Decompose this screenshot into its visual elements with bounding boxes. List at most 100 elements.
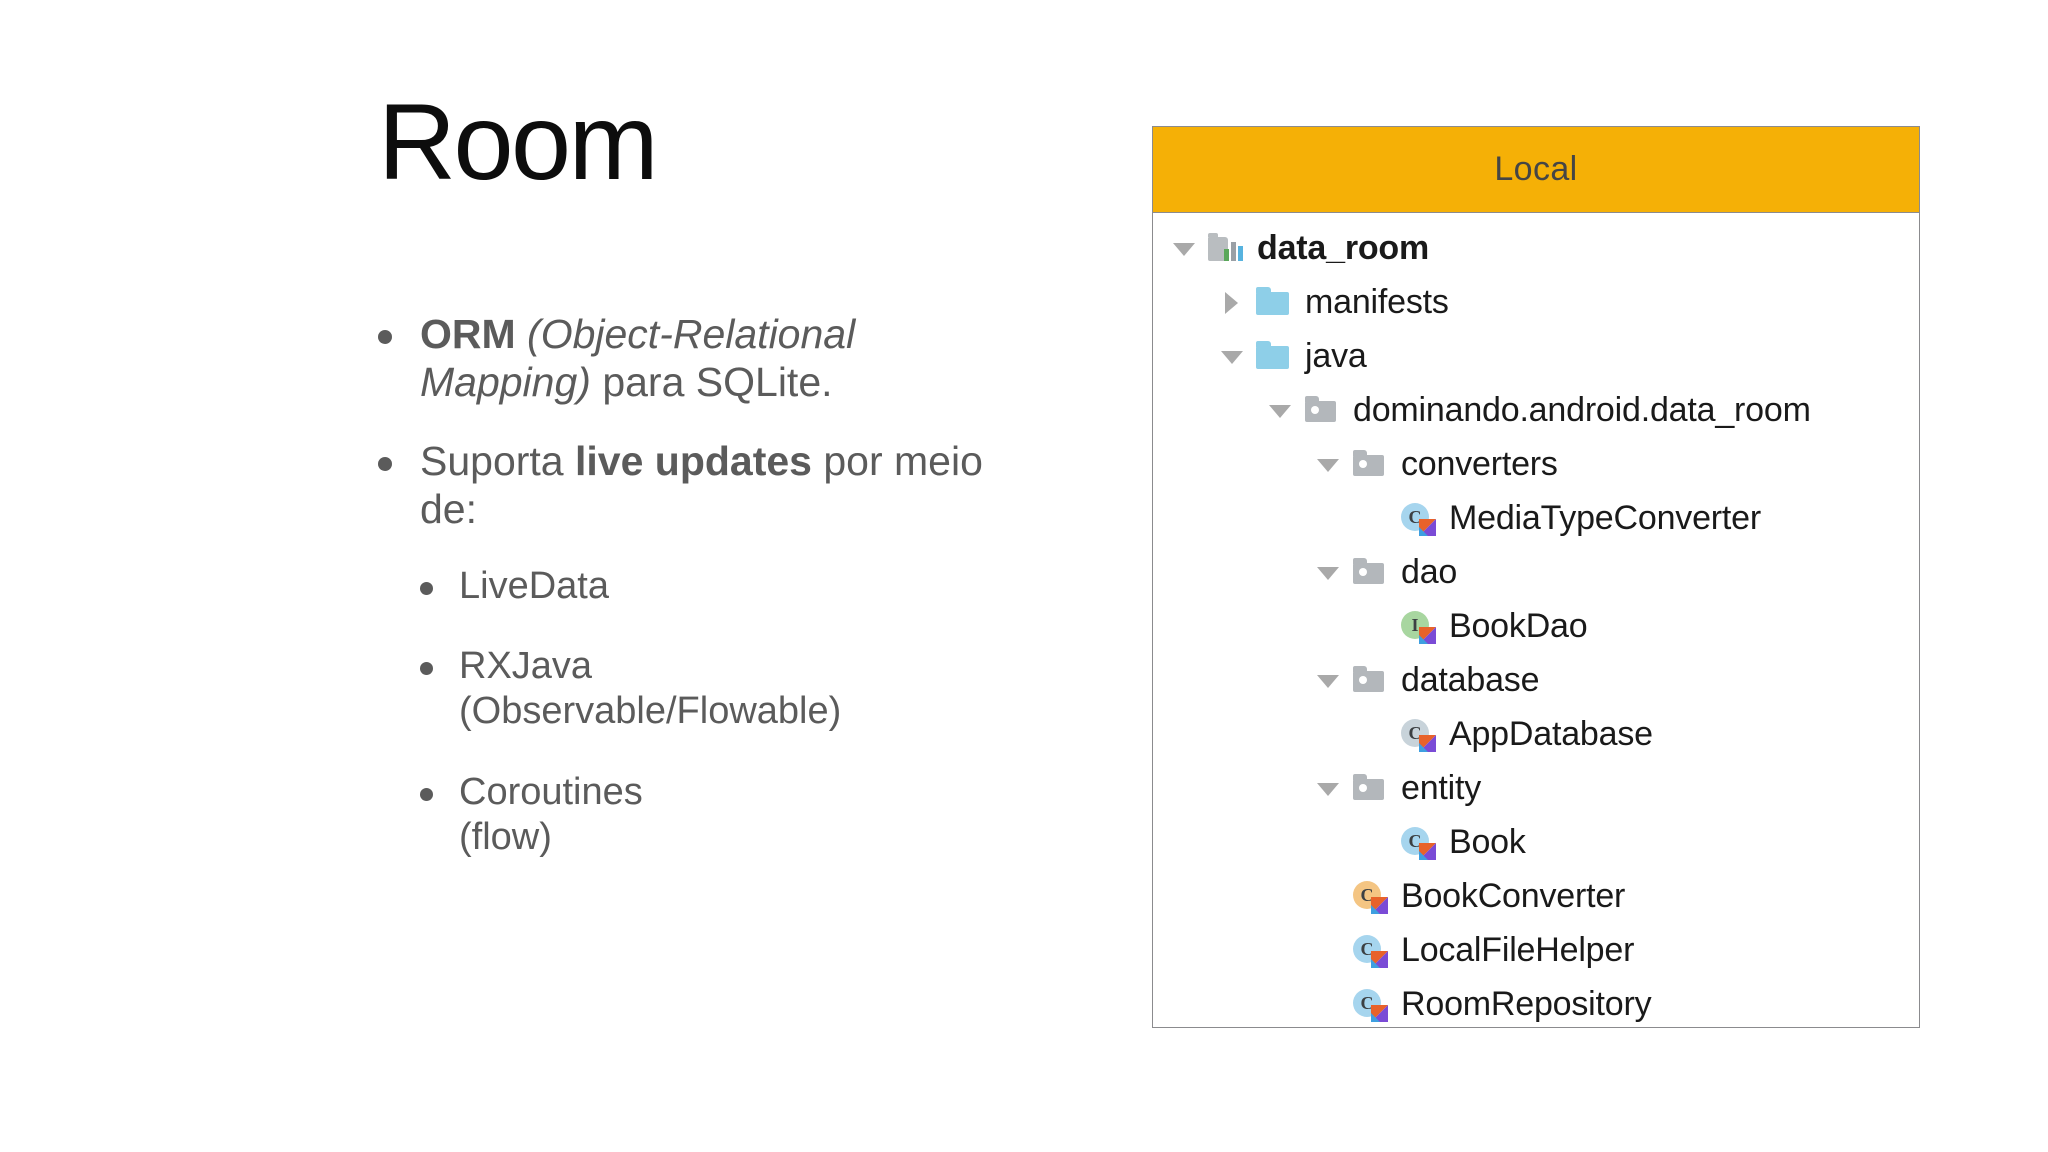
tree-row-label: LocalFileHelper [1401,930,1635,969]
tree-row[interactable]: entity [1153,761,1919,815]
twisty-spacer [1311,987,1345,1021]
bullet-text: Coroutines(flow) [459,770,998,860]
chevron-down-icon[interactable] [1215,339,1249,373]
tree-row[interactable]: dao [1153,545,1919,599]
tree-row[interactable]: C RoomRepository [1153,977,1919,1031]
kotlin-badge-icon [1371,951,1388,968]
bullet-dot-icon [378,456,392,471]
bullet-item: Suporta live updates por meio de: [378,437,998,534]
twisty-spacer [1359,717,1393,751]
chevron-down-icon[interactable] [1263,393,1297,427]
bullet-item: Coroutines(flow) [420,770,998,860]
tree-row-label: RoomRepository [1401,984,1652,1023]
class-glyph: C [1353,989,1381,1017]
bullet-dot-icon [420,581,433,595]
tree-row-label: AppDatabase [1449,714,1653,753]
bullet-dot-icon [378,330,392,344]
kotlin-badge-icon [1419,843,1436,860]
tree-row-label: Book [1449,822,1526,861]
page-title: Room [378,81,659,202]
tree-row-label: BookConverter [1401,876,1626,915]
tree-row-label: MediaTypeConverter [1449,498,1761,537]
chevron-right-icon[interactable] [1215,285,1249,319]
chevron-down-icon[interactable] [1167,231,1201,265]
kotlin-badge-icon [1371,1005,1388,1022]
chevron-down-icon[interactable] [1311,447,1345,481]
bullet-text: ORM (Object-Relational Mapping) para SQL… [420,310,998,407]
tree-row-label: BookDao [1449,606,1588,645]
bullet-text: Suporta live updates por meio de: [420,437,998,534]
bullet-segment: live updates [575,437,812,484]
tree-panel-header-label: Local [1494,150,1578,188]
package-folder-icon [1351,661,1389,699]
kotlin-class-icon: C [1351,985,1389,1023]
kotlin-badge-icon [1419,627,1436,644]
kotlin-class-icon: C [1399,823,1437,861]
tree-row-label: database [1401,660,1540,699]
tree-row[interactable]: C MediaTypeConverter [1153,491,1919,545]
tree-panel-header: Local [1153,127,1919,213]
kotlin-abstract-class-icon: C [1399,715,1437,753]
package-folder-icon [1351,769,1389,807]
bullet-dot-icon [420,787,433,801]
tree-row[interactable]: dominando.android.data_room [1153,383,1919,437]
slide-left-column: Room ORM (Object-Relational Mapping) par… [378,81,998,896]
bullet-segment: Suporta [420,437,575,484]
bullet-segment: (Object-Relational Mapping) [420,311,856,406]
tree-row[interactable]: data_room [1153,221,1919,275]
tree-row-label: manifests [1305,282,1449,321]
bullet-item: RXJava(Observable/Flowable) [420,644,998,734]
bullet-segment: por meio de: [420,437,983,533]
twisty-spacer [1311,879,1345,913]
bullet-segment: (Observable/Flowable) [459,690,842,733]
bullet-segment: Coroutines [459,770,643,813]
chevron-down-icon[interactable] [1311,663,1345,697]
kotlin-object-icon: C [1351,877,1389,915]
bullet-text: LiveData [459,564,998,609]
tree-row[interactable]: C BookConverter [1153,869,1919,923]
bullet-segment: LiveData [459,564,609,607]
kotlin-badge-icon [1419,519,1436,536]
kotlin-class-icon: C [1351,931,1389,969]
twisty-spacer [1359,501,1393,535]
bullet-dot-icon [420,662,433,676]
twisty-spacer [1359,825,1393,859]
package-folder-icon [1351,445,1389,483]
module-icon [1207,229,1245,267]
kotlin-class-icon: C [1399,499,1437,537]
tree-row[interactable]: database [1153,653,1919,707]
twisty-spacer [1311,933,1345,967]
tree-row-label: data_room [1257,228,1430,267]
kotlin-interface-icon: I [1399,607,1437,645]
kotlin-badge-icon [1419,735,1436,752]
twisty-spacer [1359,609,1393,643]
tree-row[interactable]: manifests [1153,275,1919,329]
bullet-item: ORM (Object-Relational Mapping) para SQL… [378,310,998,407]
chevron-down-icon[interactable] [1311,555,1345,589]
tree-row-label: entity [1401,768,1482,807]
bullet-segment: para SQLite. [590,359,833,406]
tree-row[interactable]: C Book [1153,815,1919,869]
tree-row[interactable]: C LocalFileHelper [1153,923,1919,977]
tree-row[interactable]: converters [1153,437,1919,491]
folder-icon [1255,283,1293,321]
tree-row-label: dominando.android.data_room [1353,390,1811,429]
folder-icon [1255,337,1293,375]
package-folder-icon [1303,391,1341,429]
chevron-down-icon[interactable] [1311,771,1345,805]
bullet-item: LiveData [420,564,998,609]
bullet-segment: ORM [420,311,528,357]
bullet-segment: RXJava [459,645,593,688]
project-tree-panel: Local data_room manifests java dominando.an… [1152,126,1920,1028]
bullet-list: ORM (Object-Relational Mapping) para SQL… [378,310,998,896]
tree-row-label: dao [1401,552,1458,591]
bullet-text: RXJava(Observable/Flowable) [459,644,998,734]
tree-row-label: converters [1401,444,1558,483]
tree-row[interactable]: I BookDao [1153,599,1919,653]
tree-row[interactable]: java [1153,329,1919,383]
tree-rows-container: data_room manifests java dominando.android.… [1153,213,1919,1031]
kotlin-badge-icon [1371,897,1388,914]
package-folder-icon [1351,553,1389,591]
tree-row-label: java [1305,336,1367,375]
tree-row[interactable]: C AppDatabase [1153,707,1919,761]
